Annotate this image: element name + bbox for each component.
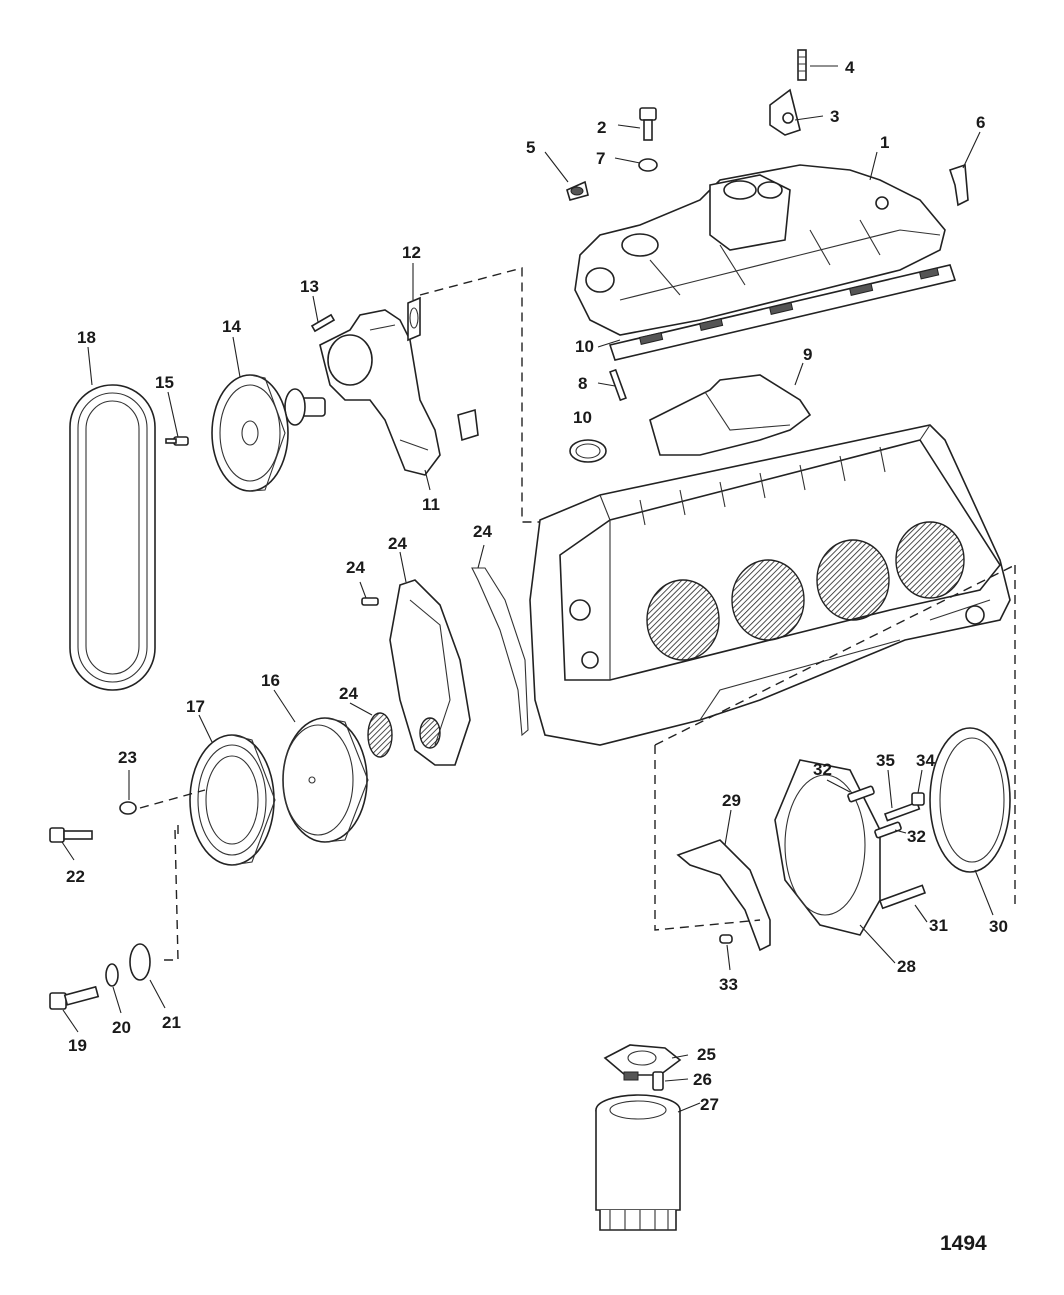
callout-24-gasket: 24 — [473, 522, 492, 541]
bolt-15 — [165, 436, 189, 446]
washer-21 — [129, 943, 151, 981]
pin-8 — [609, 368, 627, 402]
callout-3: 3 — [830, 107, 839, 126]
callout-27: 27 — [700, 1095, 719, 1114]
washer-7 — [638, 158, 658, 172]
bolt-32 — [847, 785, 875, 803]
bolt-22 — [49, 827, 93, 843]
callout-23: 23 — [118, 748, 137, 767]
washer-20 — [105, 963, 119, 987]
bolt-31 — [878, 884, 927, 910]
callout-32-bottom: 32 — [907, 827, 926, 846]
callout-11: 11 — [422, 495, 440, 514]
engine-block — [529, 424, 1011, 746]
figure-number: 1494 — [940, 1232, 987, 1255]
housing-gasket — [676, 839, 771, 952]
rear-main-seal — [929, 727, 1011, 873]
callout-1: 1 — [880, 133, 889, 152]
stud — [797, 49, 807, 81]
callout-18: 18 — [77, 328, 96, 347]
intake-manifold — [574, 164, 946, 336]
intake-gasket — [608, 264, 957, 361]
callout-28: 28 — [897, 957, 916, 976]
bolt-26 — [652, 1071, 664, 1091]
callout-10-seal: 10 — [573, 408, 592, 427]
callout-17: 17 — [186, 697, 205, 716]
callout-6: 6 — [976, 113, 985, 132]
callout-10-gasket: 10 — [575, 337, 594, 356]
callout-20: 20 — [112, 1018, 131, 1037]
callout-15: 15 — [155, 373, 174, 392]
callout-22: 22 — [66, 867, 85, 886]
timing-cover — [389, 579, 471, 766]
cylinder-bore-3 — [816, 539, 890, 621]
callout-31: 31 — [929, 916, 948, 935]
callout-labels: 1 2 3 4 5 6 7 8 9 10 10 11 12 13 14 15 1… — [66, 58, 1008, 1114]
bracket — [769, 88, 801, 136]
callout-7: 7 — [596, 149, 605, 168]
cylinder-bore-2 — [731, 559, 805, 641]
callout-4: 4 — [845, 58, 855, 77]
callout-30: 30 — [989, 917, 1008, 936]
bolt-19 — [49, 985, 100, 1010]
dowel-33 — [719, 934, 733, 944]
cylinder-bore-4 — [895, 521, 965, 599]
washer-23 — [119, 801, 137, 815]
cylinder-bore-1 — [646, 579, 720, 661]
bolt-32b — [874, 821, 902, 839]
drive-belt — [69, 384, 156, 691]
timing-gasket — [471, 567, 529, 737]
pump-gasket-small — [457, 408, 479, 442]
callout-26: 26 — [693, 1070, 712, 1089]
callout-12: 12 — [402, 243, 421, 262]
callout-14: 14 — [222, 317, 241, 336]
oil-filter-adapter — [603, 1044, 682, 1081]
seal-24 — [367, 712, 393, 758]
pulley-14 — [211, 374, 289, 492]
harmonic-balancer — [282, 717, 369, 843]
crank-pulley — [189, 734, 276, 866]
leader-lines — [61, 65, 994, 1113]
callout-35: 35 — [876, 751, 895, 770]
callout-9: 9 — [803, 345, 812, 364]
callout-29: 29 — [722, 791, 741, 810]
callout-24-seal: 24 — [339, 684, 358, 703]
callout-16: 16 — [261, 671, 280, 690]
fitting-5 — [566, 180, 589, 201]
callout-21: 21 — [162, 1013, 181, 1032]
bolt-2 — [639, 107, 657, 141]
callout-5: 5 — [526, 138, 535, 157]
callout-24-bolt: 24 — [346, 558, 365, 577]
callout-8: 8 — [578, 374, 587, 393]
valley-cover — [649, 374, 812, 456]
seal-ring-10 — [569, 439, 607, 463]
callout-2: 2 — [597, 118, 606, 137]
bolt-13 — [310, 313, 336, 333]
nut-34 — [911, 792, 925, 806]
callout-32-top: 32 — [813, 760, 832, 779]
callout-34: 34 — [916, 751, 935, 770]
alignment-lines — [139, 267, 1016, 961]
callout-25: 25 — [697, 1045, 716, 1064]
cover-bolt-24 — [361, 597, 379, 606]
clip-6 — [948, 163, 969, 207]
callout-13: 13 — [300, 277, 319, 296]
water-pump — [284, 309, 441, 476]
callout-24-cover: 24 — [388, 534, 407, 553]
oil-filter — [595, 1094, 681, 1231]
callout-33: 33 — [719, 975, 738, 994]
seal-housing — [774, 759, 881, 936]
pump-gasket-12 — [407, 296, 421, 342]
callout-19: 19 — [68, 1036, 87, 1055]
